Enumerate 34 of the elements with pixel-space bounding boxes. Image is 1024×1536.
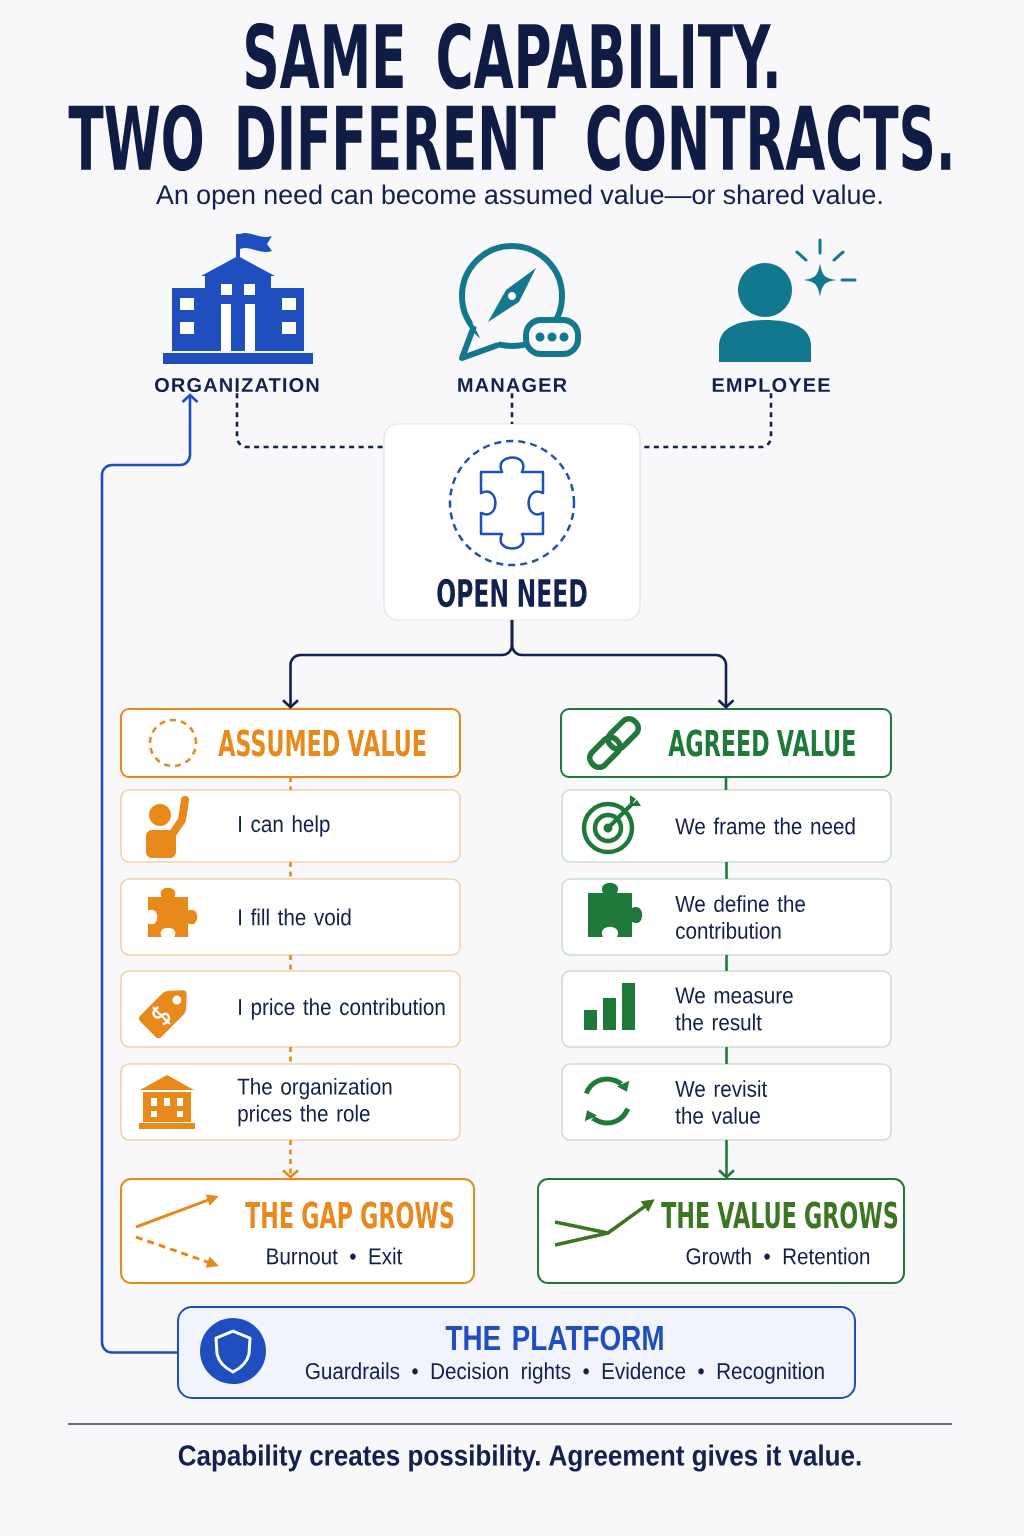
arrow (718, 1140, 735, 1179)
header-box: AGREED VALUE (560, 708, 892, 778)
step-box: We define the contribution (561, 878, 892, 956)
platform-box: THE PLATFORM Guardrails • Decision rights • Evidence • Recognition (177, 1306, 856, 1399)
arrow (510, 620, 735, 709)
connector-line (725, 1047, 728, 1064)
connector-line (289, 955, 292, 971)
role-label: EMPLOYEE (712, 377, 830, 393)
step-box: I fill the void (120, 878, 461, 956)
role-label: ORGANIZATION (155, 377, 319, 393)
arrow (282, 1140, 299, 1179)
connector-line (289, 1047, 292, 1064)
title: SAME CAPABILITY. TWO DIFFERENT CONTRACTS. (68, 23, 951, 171)
result-box: THE GAP GROWS Burnout • Exit (120, 1178, 475, 1284)
connector-line (289, 777, 292, 790)
connector-line (725, 862, 728, 879)
subtitle: An open need can become assumed value—or shared value. (156, 184, 882, 210)
step-box: The organization prices the role (120, 1063, 461, 1141)
step-box: I price the contribution (120, 970, 461, 1048)
role-label: MANAGER (458, 377, 567, 393)
need-box: OPEN NEED (383, 423, 641, 621)
connector-line (510, 393, 514, 424)
step-box: We measure the result (561, 970, 892, 1048)
header-box: ASSUMED VALUE (120, 708, 461, 778)
connector-line (725, 955, 728, 971)
connector-line (289, 862, 292, 879)
step-box: We frame the need (561, 789, 892, 863)
arrow (100, 393, 199, 1354)
step-box: I can help (120, 789, 461, 863)
connector-line (235, 393, 384, 449)
connector-line (724, 777, 728, 790)
caption: Capability creates possibility. Agreement gives it value. (178, 1444, 861, 1472)
result-box: THE VALUE GROWS Growth • Retention (537, 1178, 905, 1284)
step-box: We revisit the value (561, 1063, 892, 1141)
